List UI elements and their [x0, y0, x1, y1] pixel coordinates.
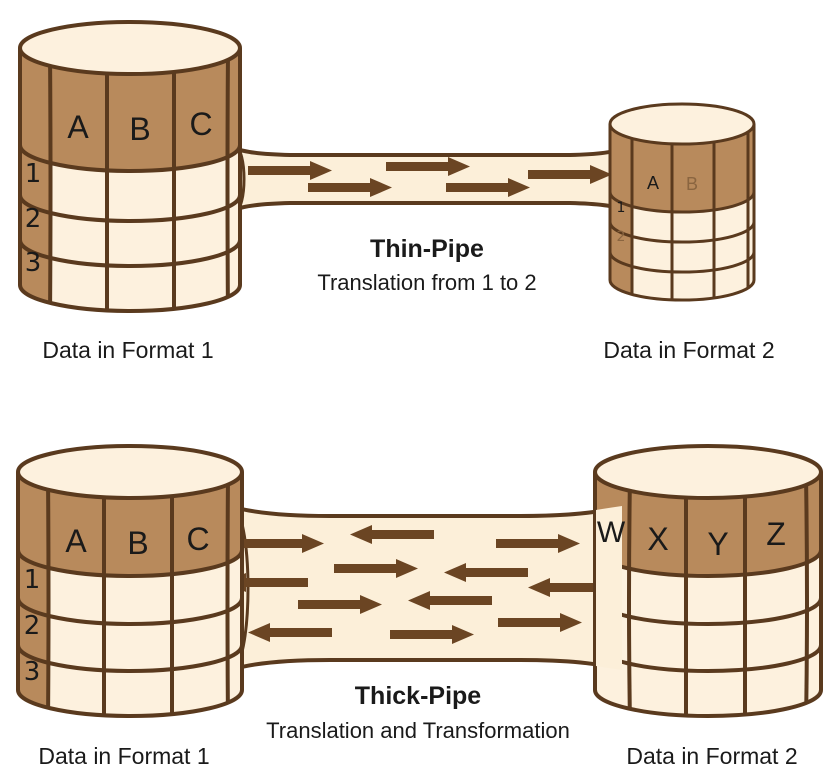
- row-number: 2: [25, 204, 42, 234]
- arrow-right: [498, 613, 582, 632]
- arrow-left: [528, 578, 612, 597]
- column-header: C: [189, 106, 212, 142]
- arrow-right: [298, 595, 382, 614]
- row-number: 2: [617, 229, 626, 245]
- arrow-right: [308, 178, 392, 197]
- arrow-right: [390, 625, 474, 644]
- thick-pipe-subtitle: Translation and Transformation: [266, 718, 570, 743]
- arrow-left: [444, 563, 528, 582]
- column-header: B: [686, 174, 698, 194]
- arrow-right: [386, 157, 470, 176]
- arrow-left: [350, 525, 434, 544]
- column-header: B: [127, 525, 148, 561]
- arrow-right: [528, 165, 612, 184]
- column-header: A: [647, 173, 659, 193]
- row-number: 3: [24, 657, 41, 687]
- arrow-left: [248, 623, 332, 642]
- database-format-1-bottom: A B C 1 2 3: [16, 444, 244, 718]
- column-header: X: [647, 521, 668, 557]
- format-2-label: Data in Format 2: [603, 337, 774, 363]
- row-number: 3: [25, 248, 42, 278]
- arrow-right: [496, 534, 580, 553]
- arrow-right: [446, 178, 530, 197]
- thick-pipe-arrows: [224, 525, 612, 644]
- row-number: 2: [24, 611, 41, 641]
- arrow-right: [248, 161, 332, 180]
- arrow-right: [334, 559, 418, 578]
- column-header: A: [65, 523, 87, 559]
- thin-pipe-subtitle: Translation from 1 to 2: [317, 270, 536, 295]
- column-header: Z: [766, 516, 786, 552]
- format-1-label: Data in Format 1: [42, 337, 213, 363]
- row-number: 1: [25, 159, 42, 189]
- cylinder-top: [608, 102, 756, 146]
- column-header: B: [129, 111, 150, 147]
- thick-pipe-title: Thick-Pipe: [355, 682, 482, 710]
- cylinder-top: [16, 444, 244, 500]
- column-header: Y: [707, 526, 728, 562]
- cylinder-top: [18, 20, 242, 76]
- format-1-label: Data in Format 1: [38, 743, 209, 769]
- thick-pipe-section: A B C 1 2 3 W X: [16, 444, 823, 769]
- database-format-2-top: A B 1 2: [608, 102, 756, 302]
- arrow-left: [408, 591, 492, 610]
- arrow-right: [240, 534, 324, 553]
- row-number: 1: [617, 200, 626, 216]
- column-header: W: [597, 516, 626, 549]
- thin-pipe-title: Thin-Pipe: [370, 235, 484, 263]
- format-2-label: Data in Format 2: [626, 743, 797, 769]
- column-header: A: [67, 109, 89, 145]
- database-format-2-bottom: W X Y Z: [593, 444, 823, 718]
- database-format-1-top: A B C 1 2 3: [18, 20, 242, 313]
- row-number: 1: [24, 565, 41, 595]
- cylinder-top: [593, 444, 823, 500]
- thin-pipe-arrows: [248, 157, 612, 197]
- thin-pipe-section: A B C 1 2 3 A B 1: [18, 20, 775, 363]
- column-header: C: [186, 521, 209, 557]
